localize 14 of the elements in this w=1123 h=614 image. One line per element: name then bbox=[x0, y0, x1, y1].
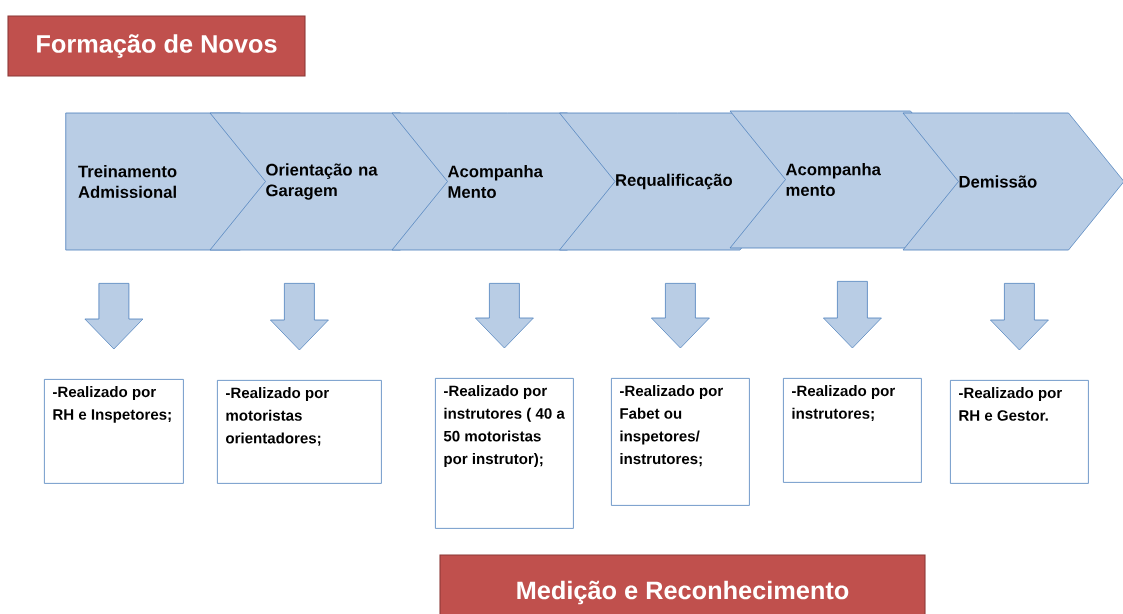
text-box: -Realizado por instrutores; bbox=[783, 378, 922, 483]
block-arrow bbox=[84, 283, 144, 350]
block-arrow bbox=[990, 283, 1049, 351]
text-box: -Realizado por Fabet ou inspetores/ instrutores; bbox=[611, 378, 750, 506]
text-box: -Realizado por RH e Gestor. bbox=[950, 380, 1089, 484]
banner-box: Medição e Reconhecimento bbox=[439, 554, 926, 614]
block-arrow bbox=[823, 281, 882, 349]
block-arrow bbox=[651, 283, 710, 349]
banner-box: Formação de Novos bbox=[7, 15, 306, 77]
text-box: -Realizado por RH e Inspetores; bbox=[44, 379, 184, 484]
text-box: -Realizado por instrutores ( 40 a 50 motoristas por instrutor); bbox=[435, 378, 574, 529]
block-arrow bbox=[270, 283, 329, 351]
text-box: -Realizado por motoristas orientadores; bbox=[217, 380, 382, 484]
block-arrow bbox=[475, 283, 534, 349]
